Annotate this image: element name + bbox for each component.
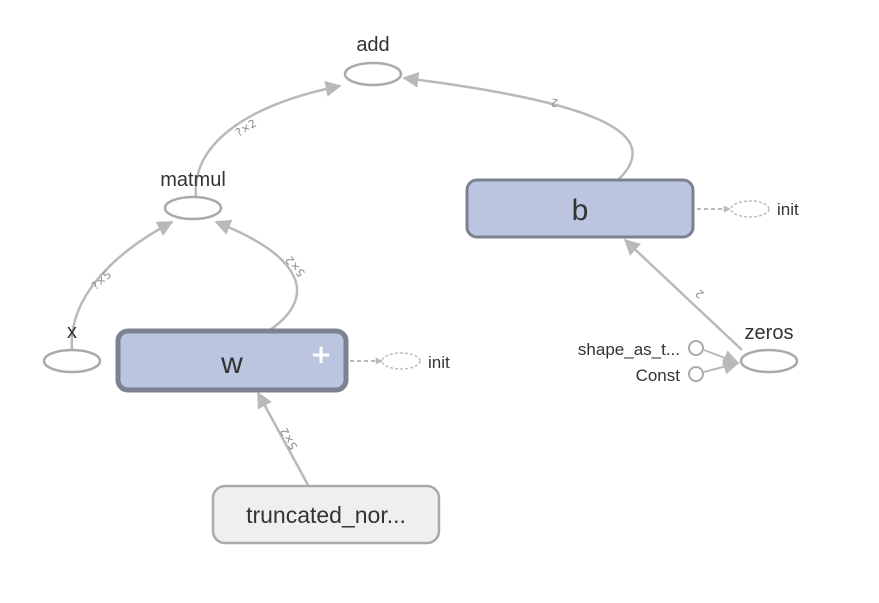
edges — [70, 71, 743, 486]
node-init-w[interactable]: init — [381, 352, 450, 372]
node-x[interactable]: x — [42, 321, 102, 374]
edge-label-zeros-b: 2 — [693, 286, 707, 300]
edge-x-matmul[interactable] — [70, 220, 174, 351]
expand-plus-icon[interactable]: + — [310, 340, 332, 370]
init-ellipse[interactable] — [730, 200, 770, 218]
const-circle[interactable] — [688, 366, 704, 382]
node-truncated-normal[interactable]: truncated_nor... — [211, 484, 441, 545]
edge-b-add[interactable] — [402, 71, 634, 181]
node-label-init-b: init — [777, 200, 799, 219]
meta-node-box[interactable] — [211, 484, 441, 545]
op-ellipse[interactable] — [343, 61, 403, 87]
edge-const-zeros[interactable] — [703, 358, 740, 375]
meta-node-box[interactable] — [115, 328, 349, 393]
node-matmul[interactable]: matmul — [160, 169, 226, 221]
node-label-const: Const — [636, 366, 681, 385]
edge-label-truncated-w: 5×2 — [278, 425, 301, 452]
edge-w-matmul[interactable] — [214, 219, 299, 332]
node-const[interactable]: Const — [636, 366, 704, 385]
const-circle[interactable] — [688, 340, 704, 356]
edge-zeros-b[interactable] — [623, 238, 743, 351]
node-label-truncated: truncated_nor... — [246, 502, 406, 528]
init-ellipse[interactable] — [381, 352, 421, 370]
node-label-b: b — [572, 194, 589, 227]
node-add[interactable]: add — [343, 34, 403, 87]
edge-truncated-w[interactable] — [256, 391, 310, 486]
edge-matmul-add[interactable] — [194, 80, 342, 197]
node-b[interactable]: b — [465, 178, 695, 239]
op-ellipse[interactable] — [739, 348, 799, 374]
node-w[interactable]: w + — [115, 328, 349, 393]
meta-node-box[interactable] — [465, 178, 695, 239]
node-label-init-w: init — [428, 353, 450, 372]
node-label-shape: shape_as_t... — [578, 340, 680, 359]
edge-label-b-add: 2 — [550, 95, 559, 109]
node-label-w: w — [220, 347, 243, 380]
node-zeros[interactable]: zeros — [739, 322, 799, 374]
node-init-b[interactable]: init — [730, 200, 799, 219]
node-label-zeros: zeros — [745, 322, 794, 344]
node-shape-as-tensor[interactable]: shape_as_t... — [578, 340, 704, 359]
node-label-matmul: matmul — [160, 169, 226, 191]
edge-shape-zeros[interactable] — [703, 349, 740, 366]
edge-label-w-matmul: 5×2 — [283, 253, 308, 279]
node-label-x: x — [67, 321, 77, 343]
edge-label-matmul-add: ?×2 — [233, 117, 259, 140]
op-ellipse[interactable] — [42, 348, 102, 374]
op-ellipse[interactable] — [163, 195, 223, 221]
edge-label-x-matmul: ?×5 — [89, 268, 114, 292]
node-label-add: add — [356, 34, 389, 56]
